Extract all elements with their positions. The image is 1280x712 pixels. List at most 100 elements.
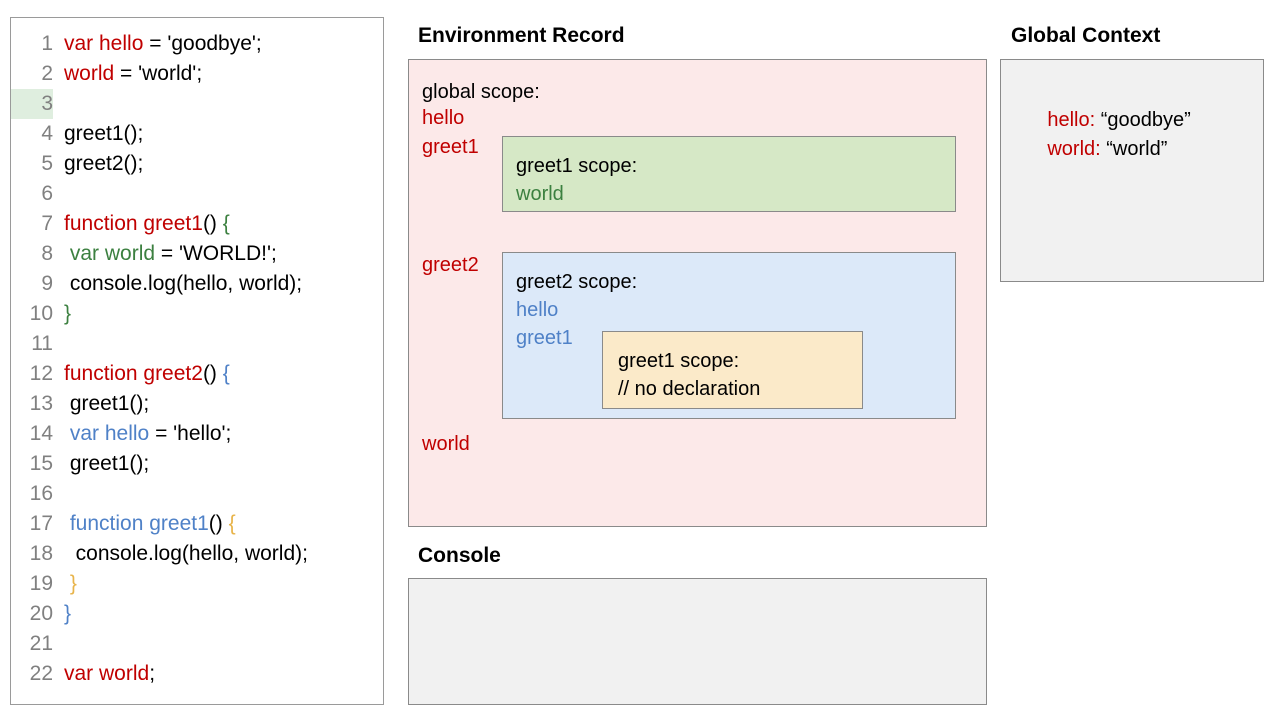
code-line[interactable]: 10} [11,299,383,329]
code-token: () [208,512,229,535]
greet2-scope-binding-greet1: greet1 [516,327,573,349]
code-token: function greet2 [64,362,203,385]
code-line-number: 7 [41,212,53,235]
code-line[interactable]: 21 [11,629,383,659]
greet1-scope-heading: greet1 scope: [516,155,638,177]
code-line[interactable]: 4 greet1(); [11,119,383,149]
code-line-number: 4 [41,122,53,145]
code-line-number: 22 [29,662,53,685]
code-line-number: 2 [41,62,53,85]
code-token: console.log(hello, world); [64,542,308,565]
code-line-text: function greet1() { [53,209,230,239]
code-line-text: function greet1() { [53,509,236,539]
code-line[interactable]: 17 function greet1() { [11,509,383,539]
code-token: = 'world'; [114,62,203,85]
code-line-number: 17 [29,512,53,535]
code-token: } [64,602,72,625]
code-line-text: console.log(hello, world); [53,269,302,299]
global-context-entry-world: world: “world” [1014,107,1167,191]
code-line[interactable]: 13 greet1(); [11,389,383,419]
code-line-text: greet1(); [53,449,149,479]
code-line-number: 12 [29,362,53,385]
greet1-inner-scope-note: // no declaration [618,378,761,400]
code-line-text: } [53,299,71,329]
code-token: = 'goodbye'; [143,32,262,55]
code-line[interactable]: 8 var world = 'WORLD!'; [11,239,383,269]
global-binding-world: world [422,433,470,455]
code-line-number: 18 [29,542,53,565]
code-line[interactable]: 18 console.log(hello, world); [11,539,383,569]
code-token: } [64,302,72,325]
code-line-text: var hello = 'goodbye'; [53,29,262,59]
code-token: world [64,62,115,85]
code-token: function greet1 [69,512,209,535]
code-line[interactable]: 3 [11,89,383,119]
global-context-key-world: world: [1047,138,1101,160]
code-token: greet1(); [64,122,144,145]
code-line-number: 3 [11,89,53,119]
global-context-panel: hello: “goodbye” world: “world” [1000,59,1264,282]
code-token: console.log(hello, world); [64,272,303,295]
code-line[interactable]: 19 } [11,569,383,599]
code-line-number: 10 [29,302,53,325]
code-line-text: greet1(); [53,389,149,419]
environment-record-panel: global scope: hello greet1 greet2 world … [408,59,987,527]
code-line-number: 9 [41,272,53,295]
code-line-text: } [53,599,71,629]
code-token: () [202,212,223,235]
code-line-number: 16 [29,482,53,505]
global-context-entry-hello: hello: “goodbye” [1014,78,1191,162]
code-token: var hello [69,422,150,445]
code-token: greet2(); [64,152,144,175]
code-line-number: 19 [29,572,53,595]
code-line-text: var world = 'WORLD!'; [53,239,277,269]
code-line-number: 8 [41,242,53,265]
global-context-key-hello: hello: [1047,109,1096,131]
code-token: var hello [64,32,144,55]
code-line-number: 1 [41,32,53,55]
code-line-number: 13 [29,392,53,415]
code-line-number: 6 [41,182,53,205]
code-line-text: world = 'world'; [53,59,202,89]
code-line[interactable]: 20} [11,599,383,629]
code-token: ; [149,662,156,685]
greet2-scope-binding-hello: hello [516,299,559,321]
code-line-text: var world; [53,659,155,689]
greet1-scope-box: greet1 scope: world [502,136,956,212]
code-token: greet1(); [64,452,150,475]
code-token: var world [64,662,150,685]
global-scope-heading: global scope: [422,81,540,103]
code-line-number: 21 [29,632,53,655]
code-line-text: greet2(); [53,149,143,179]
code-token: = 'hello'; [149,422,232,445]
code-token: greet1(); [64,392,150,415]
code-line-text: function greet2() { [53,359,230,389]
code-line-text: var hello = 'hello'; [53,419,232,449]
code-line-number: 20 [29,602,53,625]
code-line[interactable]: 15 greet1(); [11,449,383,479]
console-title: Console [418,544,501,567]
greet1-inner-scope-box: greet1 scope: // no declaration [602,331,863,409]
global-context-value-world: “world” [1100,138,1168,160]
code-line[interactable]: 9 console.log(hello, world); [11,269,383,299]
code-line[interactable]: 14 var hello = 'hello'; [11,419,383,449]
global-context-title: Global Context [1011,24,1161,47]
global-binding-greet1: greet1 [422,136,479,158]
code-line[interactable]: 6 [11,179,383,209]
code-token: { [228,512,236,535]
code-line[interactable]: 16 [11,479,383,509]
code-token: () [202,362,223,385]
console-panel[interactable] [408,578,987,705]
code-line[interactable]: 11 [11,329,383,359]
global-context-value-hello: “goodbye” [1095,109,1191,131]
code-token: = 'WORLD!'; [155,242,277,265]
code-token: var world [69,242,156,265]
